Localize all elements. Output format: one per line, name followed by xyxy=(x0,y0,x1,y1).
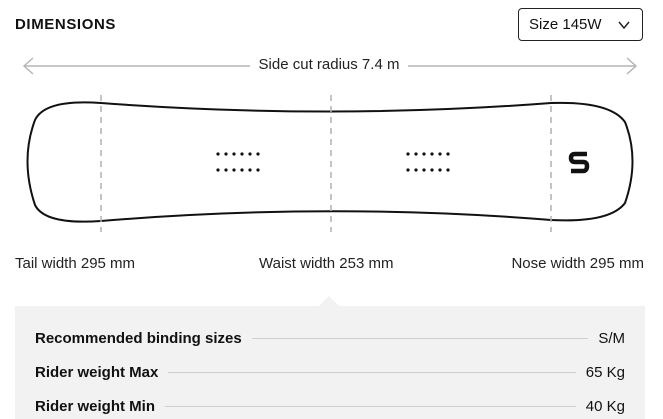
waist-width-label: Waist width 253 mm xyxy=(259,255,394,272)
spec-row-rider-weight-max: Rider weight Max 65 Kg xyxy=(35,362,625,382)
chevron-down-icon xyxy=(618,21,630,30)
spec-label: Rider weight Max xyxy=(35,363,159,381)
size-select[interactable]: Size 145W xyxy=(518,8,643,41)
size-select-value: Size 145W xyxy=(529,16,602,33)
spec-divider xyxy=(165,405,576,407)
sidecut-radius-label: Side cut radius 7.4 m xyxy=(250,56,408,73)
spec-label: Recommended binding sizes xyxy=(35,329,242,347)
spec-row-rider-weight-min: Rider weight Min 40 Kg xyxy=(35,396,625,416)
spec-divider xyxy=(251,337,589,339)
insert-holes-front xyxy=(406,152,450,172)
spec-row-binding-sizes: Recommended binding sizes S/M xyxy=(35,328,625,348)
spec-divider xyxy=(168,371,576,373)
specs-panel-pointer xyxy=(318,296,340,307)
spec-label: Rider weight Min xyxy=(35,397,155,415)
specs-panel: Recommended binding sizes S/M Rider weig… xyxy=(15,306,645,419)
snowboard-outline xyxy=(26,101,634,223)
tail-width-label: Tail width 295 mm xyxy=(15,255,136,272)
insert-holes-rear xyxy=(216,152,260,172)
snowboard-diagram xyxy=(22,57,638,232)
salomon-s-logo-icon xyxy=(568,151,590,174)
nose-width-label: Nose width 295 mm xyxy=(511,255,644,272)
spec-value: 65 Kg xyxy=(585,363,625,381)
section-title: DIMENSIONS xyxy=(15,16,117,33)
spec-value: 40 Kg xyxy=(585,397,625,415)
spec-value: S/M xyxy=(598,329,625,347)
